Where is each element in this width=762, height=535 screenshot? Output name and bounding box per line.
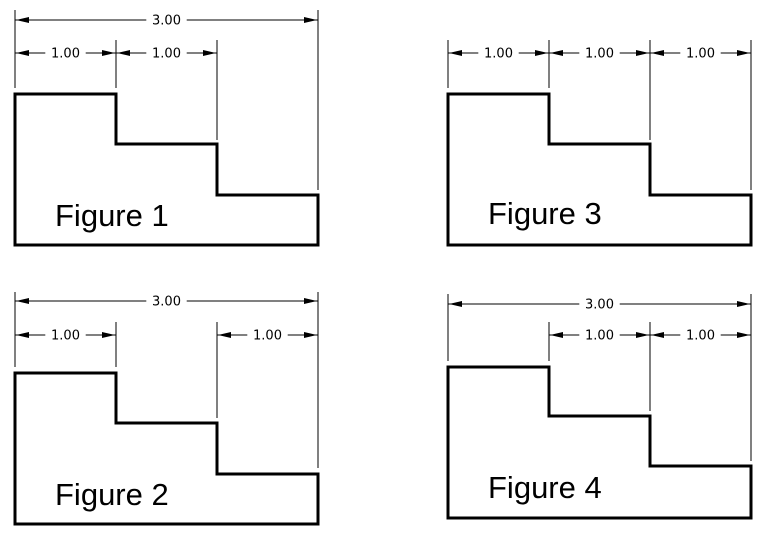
dimension-label: 3.00 bbox=[152, 14, 181, 29]
arrowhead-icon bbox=[636, 332, 649, 338]
arrowhead-icon bbox=[550, 50, 563, 56]
dimension-label: 1.00 bbox=[51, 329, 80, 344]
arrowhead-icon bbox=[117, 50, 130, 56]
arrowhead-icon bbox=[535, 50, 548, 56]
arrowhead-icon bbox=[636, 50, 649, 56]
arrowhead-icon bbox=[16, 332, 29, 338]
stepped-part-outline bbox=[13, 371, 320, 526]
arrowhead-icon bbox=[651, 332, 664, 338]
stepped-part-outline bbox=[446, 365, 753, 520]
figure-label: Figure 3 bbox=[488, 196, 602, 231]
arrowhead-icon bbox=[203, 50, 216, 56]
dimension-label: 1.00 bbox=[253, 329, 282, 344]
arrowhead-icon bbox=[304, 17, 317, 23]
figure-label: Figure 1 bbox=[55, 198, 169, 233]
arrowhead-icon bbox=[304, 298, 317, 304]
figure-label: Figure 2 bbox=[55, 477, 169, 512]
arrowhead-icon bbox=[737, 301, 750, 307]
arrowhead-icon bbox=[102, 332, 115, 338]
arrowhead-icon bbox=[102, 50, 115, 56]
stepped-part-outline bbox=[13, 92, 320, 247]
arrowhead-icon bbox=[218, 332, 231, 338]
dimension-label: 1.00 bbox=[51, 47, 80, 62]
stepped-part-outline bbox=[446, 92, 753, 247]
dimension-label: 1.00 bbox=[686, 329, 715, 344]
arrowhead-icon bbox=[16, 298, 29, 304]
dimension-label: 1.00 bbox=[152, 47, 181, 62]
arrowhead-icon bbox=[651, 50, 664, 56]
arrowhead-icon bbox=[304, 332, 317, 338]
arrowhead-icon bbox=[16, 50, 29, 56]
arrowhead-icon bbox=[737, 50, 750, 56]
arrowhead-icon bbox=[550, 332, 563, 338]
arrowhead-icon bbox=[16, 17, 29, 23]
dimension-label: 3.00 bbox=[152, 295, 181, 310]
arrowhead-icon bbox=[737, 332, 750, 338]
dimension-label: 1.00 bbox=[686, 47, 715, 62]
arrowhead-icon bbox=[449, 301, 462, 307]
dimension-label: 1.00 bbox=[585, 47, 614, 62]
dimension-label: 1.00 bbox=[585, 329, 614, 344]
arrowhead-icon bbox=[449, 50, 462, 56]
dimension-label: 3.00 bbox=[585, 298, 614, 313]
dimension-label: 1.00 bbox=[484, 47, 513, 62]
figure-label: Figure 4 bbox=[488, 470, 602, 505]
